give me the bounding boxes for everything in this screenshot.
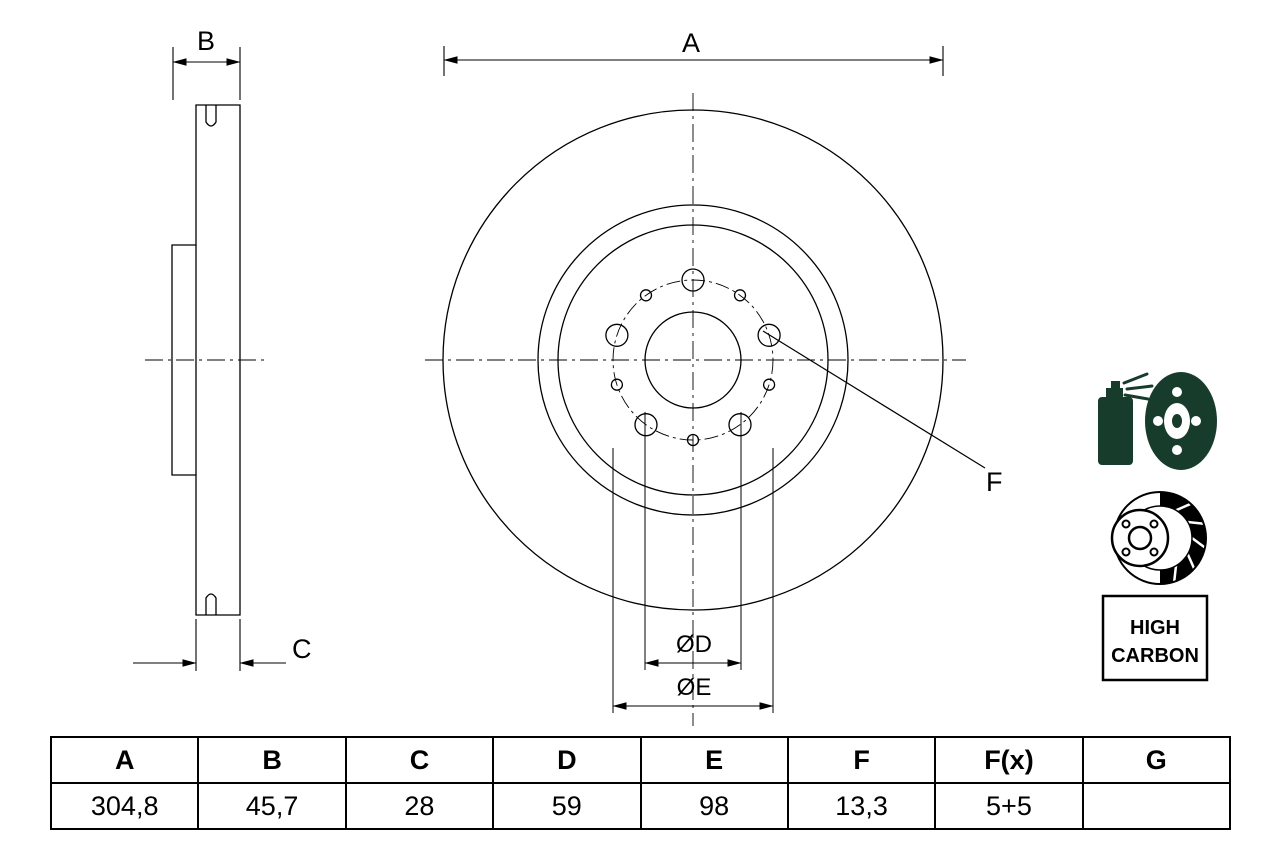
friction-ring-inner-circle <box>537 204 849 516</box>
dimension-spec-table: A B C D E F F(x) G 304,8 45,7 28 59 98 1… <box>49 736 1232 830</box>
dimension-a <box>443 46 944 76</box>
dim-f-leader-line <box>762 330 986 469</box>
high-carbon-line2: CARBON <box>1111 645 1199 667</box>
high-carbon-badge: HIGH CARBON <box>1101 594 1209 682</box>
dim-label-f: F <box>986 467 1003 497</box>
vented-brake-disc-icon <box>1110 491 1207 585</box>
side-view-cross-section <box>171 104 241 616</box>
spec-value-e: 98 <box>639 782 789 830</box>
dim-label-d: ØD <box>676 631 712 658</box>
spec-header-fx: F(x) <box>934 736 1084 784</box>
spec-value-b: 45,7 <box>197 782 347 830</box>
spec-table-header-row: A B C D E F F(x) G <box>49 736 1232 784</box>
spec-header-f: F <box>786 736 937 784</box>
brake-disc-technical-drawing: A B C ØD ØE F <box>133 26 1217 726</box>
spec-value-fx: 5+5 <box>934 782 1084 830</box>
bolt-holes-small <box>610 289 776 447</box>
spec-value-c: 28 <box>344 782 495 830</box>
centerlines <box>145 93 966 726</box>
dim-label-b: B <box>197 26 215 56</box>
high-carbon-line1: HIGH <box>1130 617 1180 639</box>
dimension-c <box>133 619 286 671</box>
vent-groove-top <box>205 105 217 127</box>
spec-value-f: 13,3 <box>786 782 937 830</box>
outer-diameter-circle <box>442 109 944 611</box>
dim-label-a: A <box>682 28 700 58</box>
front-view-disc <box>442 109 944 611</box>
dimension-d <box>644 412 742 670</box>
spec-value-a: 304,8 <box>49 782 200 830</box>
center-bore-circle <box>644 311 742 409</box>
hat-edge-circle <box>557 224 829 496</box>
vent-groove-bottom <box>205 593 217 615</box>
dim-label-e: ØE <box>677 674 712 701</box>
spec-table-value-row: 304,8 45,7 28 59 98 13,3 5+5 <box>49 782 1232 830</box>
spec-header-e: E <box>639 736 789 784</box>
spray-lines-icon <box>1122 372 1154 401</box>
spec-header-a: A <box>49 736 200 784</box>
spec-value-d: 59 <box>492 782 642 830</box>
dim-label-c: C <box>292 634 312 664</box>
bolt-holes-large <box>605 268 781 437</box>
coated-disc-spray-icon <box>1098 372 1217 470</box>
dimension-b <box>172 47 241 100</box>
dimension-e <box>612 448 774 713</box>
spec-value-g <box>1081 782 1232 830</box>
spec-header-c: C <box>344 736 495 784</box>
spec-header-g: G <box>1081 736 1232 784</box>
spec-header-b: B <box>197 736 347 784</box>
bolt-circle-centerline <box>612 279 774 441</box>
spec-header-d: D <box>492 736 642 784</box>
